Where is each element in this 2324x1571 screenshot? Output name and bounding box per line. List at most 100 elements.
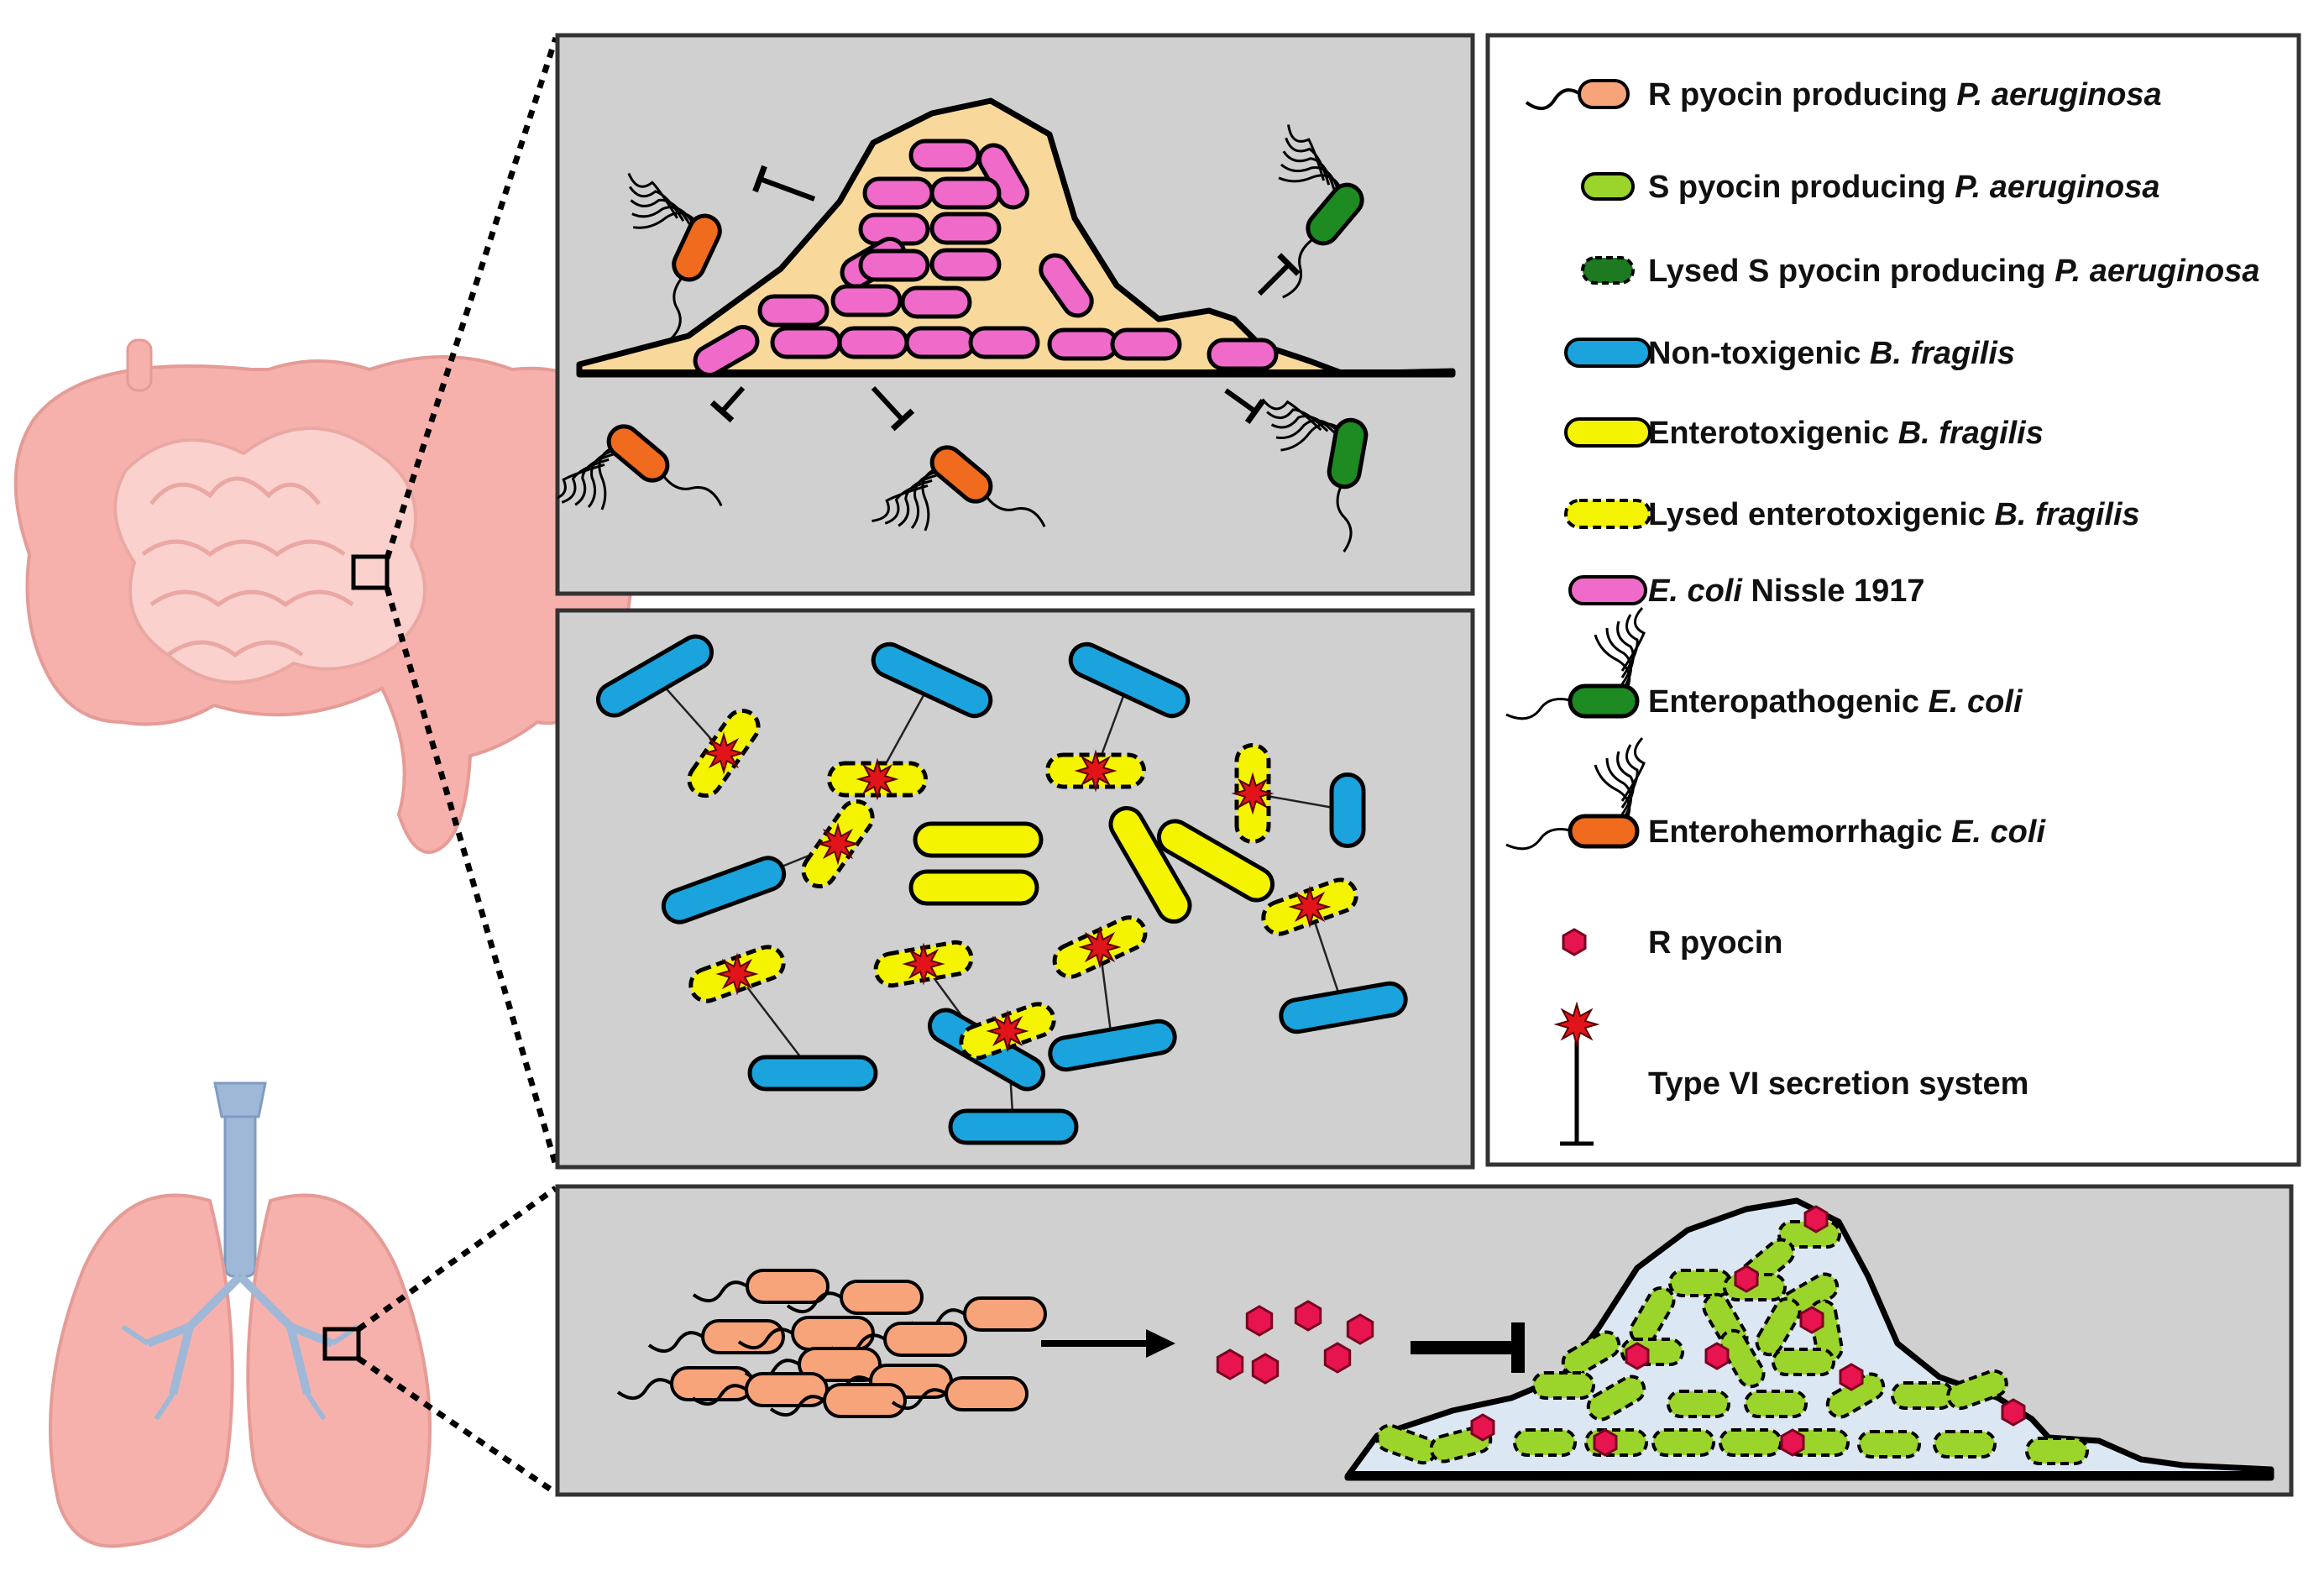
r-pyocin-pa-body: [670, 1366, 754, 1401]
lysed-s-pyocin-pa: [1668, 1269, 1732, 1297]
free-r-pyocin: [1323, 1342, 1352, 1374]
lungs-illustration: [49, 1081, 432, 1548]
non-toxigenic-b-fragilis: [871, 641, 993, 719]
r-pyocin-pa-cell: [737, 1316, 875, 1351]
lysed-s-pyocin-pa: [1513, 1428, 1577, 1457]
inhibition-symbol: [709, 386, 746, 423]
legend-label: Enterotoxigenic B. fragilis: [1648, 416, 2044, 451]
b-fragilis-cells: [596, 634, 1408, 1145]
legend-icon-r-pyocin: [1562, 928, 1587, 956]
legend-icon-ehec: [1505, 736, 1646, 851]
legend-label: Lysed enterotoxigenic B. fragilis: [1648, 497, 2140, 532]
bound-r-pyocin: [1625, 1342, 1650, 1370]
lysed-s-pyocin-pa: [1744, 1390, 1808, 1418]
enterotoxigenic-b-fragilis: [1108, 806, 1192, 924]
bound-r-pyocin: [1780, 1428, 1805, 1457]
enterotoxigenic-b-fragilis: [1157, 819, 1275, 903]
lysed-s-pyocin-pa: [1586, 1375, 1646, 1422]
bound-r-pyocins: [1470, 1205, 2026, 1457]
non-toxigenic-b-fragilis: [1279, 981, 1408, 1034]
bound-r-pyocin: [1704, 1342, 1730, 1370]
ehec-cell: [872, 445, 1046, 532]
r-pyocin-pa-body: [798, 1347, 882, 1382]
free-r-pyocin: [1245, 1305, 1274, 1337]
ecn-cell: [830, 284, 903, 317]
ecn-cell-group: [693, 139, 1279, 377]
legend-label-species: P. aeruginosa: [2054, 254, 2259, 289]
lysed-s-pyocin-pa: [1667, 1390, 1730, 1418]
bound-r-pyocin: [1839, 1363, 1864, 1391]
free-r-pyocin: [1251, 1353, 1280, 1385]
lysed-s-pyocin-pa: [1933, 1430, 1997, 1458]
r-pyocin-pa-body: [746, 1269, 830, 1304]
legend-label-text: Nissle 1917: [1742, 573, 1925, 609]
inhibition-symbol: [871, 385, 915, 432]
ecn-cell: [929, 176, 1002, 210]
ecn-cell: [1047, 327, 1119, 361]
legend-icons: [1505, 79, 1651, 1146]
legend-label-species: P. aeruginosa: [1955, 170, 2159, 205]
legend-label: Enteropathogenic E. coli: [1648, 684, 2023, 720]
intestine-illustration: [13, 338, 642, 854]
inhibition-symbol: [752, 165, 816, 202]
r-pyocin-pa-body: [701, 1319, 785, 1354]
legend-label-text: Enterotoxigenic: [1648, 416, 1898, 451]
legend-label-species: E. coli: [1951, 814, 2046, 850]
ehec-cell: [557, 424, 723, 511]
r-pyocin-pa-cell: [909, 1296, 1047, 1332]
lysed-s-pyocin-pa: [2025, 1437, 2089, 1465]
bound-r-pyocin: [1734, 1265, 1759, 1293]
legend-icon-nontoxigenic-bf: [1564, 338, 1651, 368]
free-r-pyocins: [1216, 1300, 1374, 1385]
legend-icon-enterotoxigenic-bf: [1564, 417, 1651, 448]
pathogen-group: [557, 124, 1369, 552]
free-r-pyocin: [1294, 1300, 1322, 1332]
t6ss-burst: [856, 757, 899, 801]
legend-label: Type VI secretion system: [1648, 1066, 2028, 1102]
t6ss-burst: [1288, 885, 1332, 929]
ecn-cell: [904, 326, 976, 359]
lysed-s-pyocin-pa: [1857, 1430, 1921, 1458]
bound-r-pyocin: [1803, 1205, 1829, 1233]
ecn-cell: [837, 326, 909, 359]
legend-label-text: Enteropathogenic: [1648, 684, 1929, 720]
r-pyocin-pa-cell: [692, 1269, 830, 1304]
lysed-s-pyocin-pa: [1561, 1330, 1621, 1377]
legend-icon-epec: [1505, 606, 1646, 720]
non-toxigenic-b-fragilis: [1048, 1019, 1177, 1072]
legend-label-text: Lysed S pyocin producing: [1648, 254, 2054, 289]
legend-label-text: R pyocin producing: [1648, 77, 1956, 113]
lysed-s-pyocin-pa: [1946, 1369, 2008, 1411]
r-pyocin-pa-cell: [769, 1383, 907, 1418]
epec-cell: [1261, 398, 1369, 552]
legend-icon-s-pyocin-pa: [1581, 172, 1635, 201]
non-toxigenic-b-fragilis: [661, 856, 787, 924]
t6ss-burst: [715, 952, 759, 996]
release-arrowhead: [1146, 1329, 1175, 1358]
ecn-cell: [900, 285, 972, 319]
legend-label-species: E. coli: [1648, 573, 1743, 609]
ecn-cell: [908, 139, 981, 172]
lysed-s-pyocin-pa: [1772, 1348, 1835, 1376]
r-pyocin-pa-cluster: [616, 1269, 1047, 1418]
legend-label-text: S pyocin producing: [1648, 170, 1955, 205]
t6ss-burst: [1553, 1001, 1600, 1048]
legend-label: E. coli Nissle 1917: [1648, 573, 1925, 609]
legend-label: R pyocin producing P. aeruginosa: [1648, 77, 2162, 113]
r-pyocin-pa-cell: [830, 1322, 967, 1357]
free-r-pyocin: [1346, 1313, 1374, 1345]
lysed-s-pyocin-pa: [1629, 1286, 1676, 1346]
enterotoxigenic-b-fragilis: [913, 821, 1044, 858]
legend-label: S pyocin producing P. aeruginosa: [1648, 170, 2160, 205]
ehec-cell: [627, 172, 722, 343]
t6ss-burst: [986, 1009, 1029, 1053]
r-pyocin-pa-body: [840, 1280, 924, 1315]
t6ss-burst: [816, 822, 860, 866]
legend-label: Non-toxigenic B. fragilis: [1648, 336, 2015, 371]
legend-label-text: Enterohemorrhagic: [1648, 814, 1951, 850]
lysed-s-pyocin-pa: [1719, 1428, 1782, 1457]
inhibition-symbol: [1257, 253, 1301, 296]
